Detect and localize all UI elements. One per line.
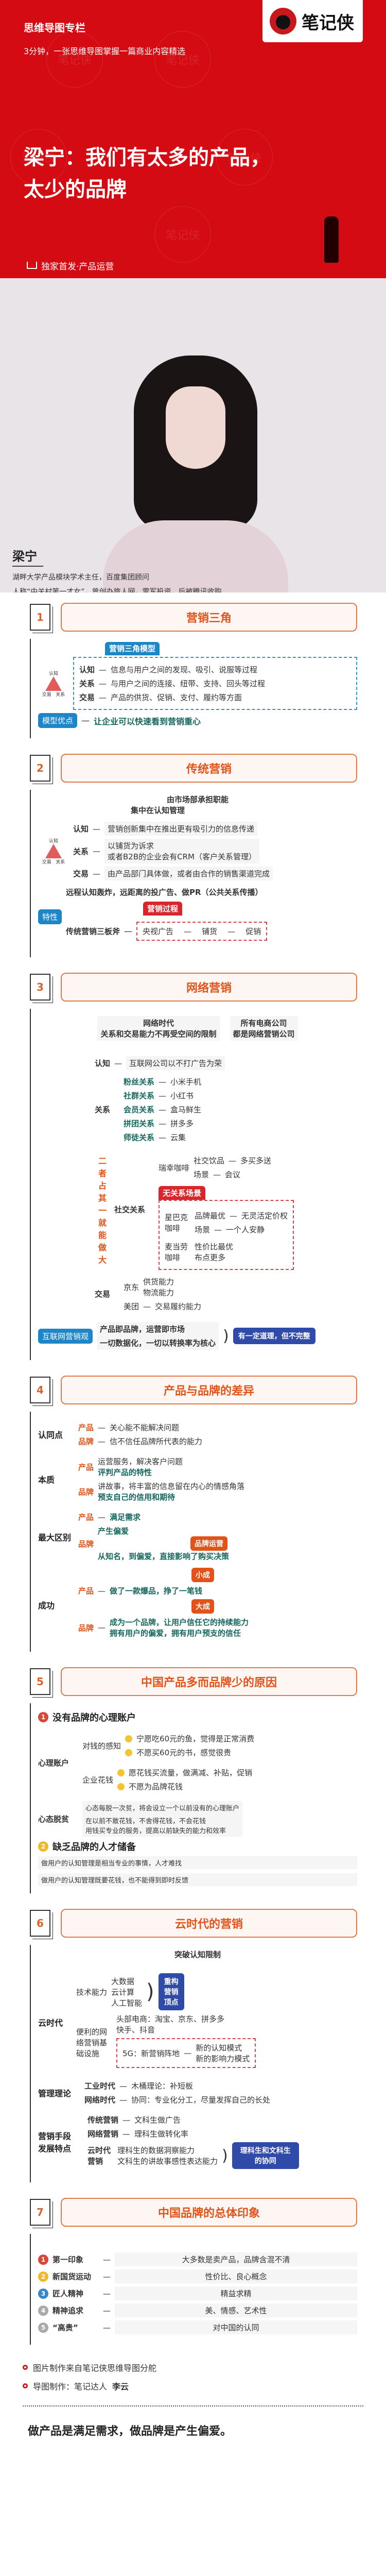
bullet-icon <box>23 2365 28 2370</box>
watermark-logo: 笔记侠 <box>154 31 211 88</box>
section-title: 产品与品牌的差异 <box>61 1376 357 1404</box>
section-title: 网络营销 <box>61 973 357 1002</box>
happy-emoji-icon <box>117 1769 125 1776</box>
happy-emoji-icon <box>125 1735 133 1742</box>
number-1-icon: 1 <box>38 1712 48 1722</box>
section-title: 中国产品多而品牌少的原因 <box>61 1667 357 1696</box>
section-1: 1 营销三角 营销三角模型 认知 交易 关系 认知—信息与用户之间的发现、吸引、… <box>30 603 357 738</box>
section-number: 3 <box>30 974 50 1001</box>
dotted-divider <box>23 2405 363 2406</box>
watermark-logo: 笔记侠 <box>216 129 273 185</box>
credit-line: 导图制作：笔记达人李云 <box>23 2380 363 2392</box>
divider <box>12 566 43 567</box>
speaker-portrait: 梁宁 湖畔大学产品模块学术主任，百度集团顾问 人称“中关村第一才女”，曾创办旅人… <box>0 278 386 592</box>
brand-logo: 笔记侠 <box>262 0 363 42</box>
column-title: 思维导图专栏 <box>24 22 85 34</box>
section-number: 6 <box>30 1910 50 1937</box>
column-subtitle: 3分钟，一张思维导图掌握一篇商业内容精选 <box>24 46 186 56</box>
credit-line: 图片制作来自笔记侠思维导图分舵 <box>23 2361 363 2374</box>
section-number: 7 <box>30 2199 50 2226</box>
sad-emoji-icon <box>125 1749 133 1756</box>
section-3: 3 网络营销 网络时代关系和交易能力不再受空间的限制 所有电商公司都是网络营销公… <box>30 973 357 1360</box>
marketing-triangle-icon: 认知 交易 关系 <box>42 671 65 698</box>
advantage-label: 模型优点 <box>38 713 78 728</box>
section-number: 2 <box>30 755 50 782</box>
either-label: 二者占其一就能做大 <box>98 1156 107 1265</box>
speaker-bio: 湖畔大学产品模块学术主任，百度集团顾问 <box>12 573 149 582</box>
notesman-avatar-icon <box>270 8 296 35</box>
mind-map: 1 营销三角 营销三角模型 认知 交易 关系 认知—信息与用户之间的发现、吸引、… <box>0 592 386 2350</box>
watermark-logo: 笔记侠 <box>46 31 103 88</box>
marketing-triangle-icon: 认知 交易 关系 <box>42 839 65 865</box>
speaker-name: 梁宁 <box>12 549 37 564</box>
section-title: 营销三角 <box>61 603 357 632</box>
logo-text: 笔记侠 <box>302 12 354 33</box>
bullet-icon <box>23 2383 28 2388</box>
page-title: 梁宁：我们有太多的产品， 太少的品牌 <box>24 146 271 201</box>
sad-emoji-icon <box>117 1783 125 1790</box>
watermark-logo: 笔记侠 <box>10 129 67 185</box>
section-6: 6 云时代的营销 突破认知限制 云时代 技术能力 大数据云计算人工智能 ) 重构… <box>30 1909 357 2182</box>
section-number: 1 <box>30 604 50 631</box>
watermark-logo: 笔记侠 <box>154 206 211 263</box>
section-4: 4 产品与品牌的差异 认同点 产品—关心能不能解决问题 品牌—信不信任品牌所代表… <box>30 1376 357 1652</box>
speaker-bio: 人称“中关村第一才女”，曾创办旅人网，雷军投资，后被腾讯收购 <box>12 588 222 592</box>
footer: 图片制作来自笔记侠思维导图分舵 导图制作：笔记达人李云 做产品是满足需求，做品牌… <box>0 2350 386 2511</box>
swordsman-silhouette-icon <box>324 216 339 263</box>
section-2: 2 传统营销 由市场部承担职能 集中在认知管理 认知 交易 关系 认知—营销创新… <box>30 754 357 957</box>
section-number: 5 <box>30 1668 50 1695</box>
crown-icon <box>27 262 37 269</box>
category-tag: 独家首发·产品运营 <box>0 252 386 278</box>
trait-label: 特性 <box>38 909 62 924</box>
speaker-photo <box>103 355 288 592</box>
number-2-icon: 2 <box>38 1841 48 1852</box>
hero-banner: 笔记侠 笔记侠 笔记侠 笔记侠 笔记侠 思维导图专栏 3分钟，一张思维导图掌握一… <box>0 0 386 278</box>
section-title: 中国品牌的总体印象 <box>61 2198 357 2227</box>
model-label: 营销三角模型 <box>105 642 160 655</box>
section-number: 4 <box>30 1377 50 1403</box>
closing-quote: 做产品是满足需求，做品牌是产生偏爱。 <box>28 2425 232 2438</box>
section-title: 传统营销 <box>61 754 357 783</box>
section-title: 云时代的营销 <box>61 1909 357 1938</box>
